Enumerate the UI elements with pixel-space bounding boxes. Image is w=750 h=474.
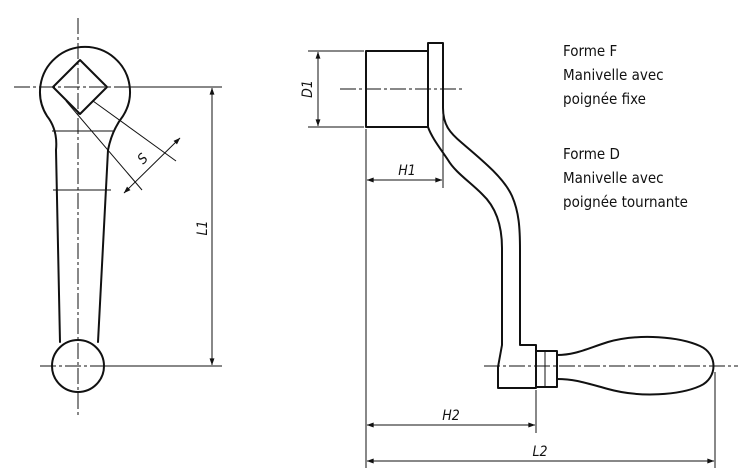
form-notes: Forme F Manivelle avec poignée fixe Form…	[563, 42, 688, 211]
crank-front-view: S L1	[14, 18, 222, 418]
form-d-line1: Manivelle avec	[563, 169, 664, 187]
s-dimension-label: S	[135, 151, 152, 168]
form-f-line1: Manivelle avec	[563, 66, 664, 84]
form-d-title: Forme D	[563, 145, 620, 163]
h2-dimension-label: H2	[442, 408, 460, 424]
form-f-line2: poignée fixe	[563, 90, 646, 108]
crank-arm-profile	[427, 42, 537, 389]
s-dimension-line	[123, 137, 181, 194]
square-hole	[52, 59, 108, 115]
d1-dimension-label: D1	[300, 80, 316, 98]
crank-arm-outline	[39, 45, 131, 343]
form-f-title: Forme F	[563, 42, 617, 60]
form-d-line2: poignée tournante	[563, 193, 688, 211]
l1-dimension-label: L1	[195, 220, 211, 235]
handle-collar	[535, 350, 558, 388]
crank-side-view: D1 H1 H2 L2	[300, 42, 738, 468]
h1-dimension-label: H1	[398, 163, 416, 179]
s-extension-2	[65, 100, 143, 191]
l2-dimension-label: L2	[532, 444, 547, 460]
